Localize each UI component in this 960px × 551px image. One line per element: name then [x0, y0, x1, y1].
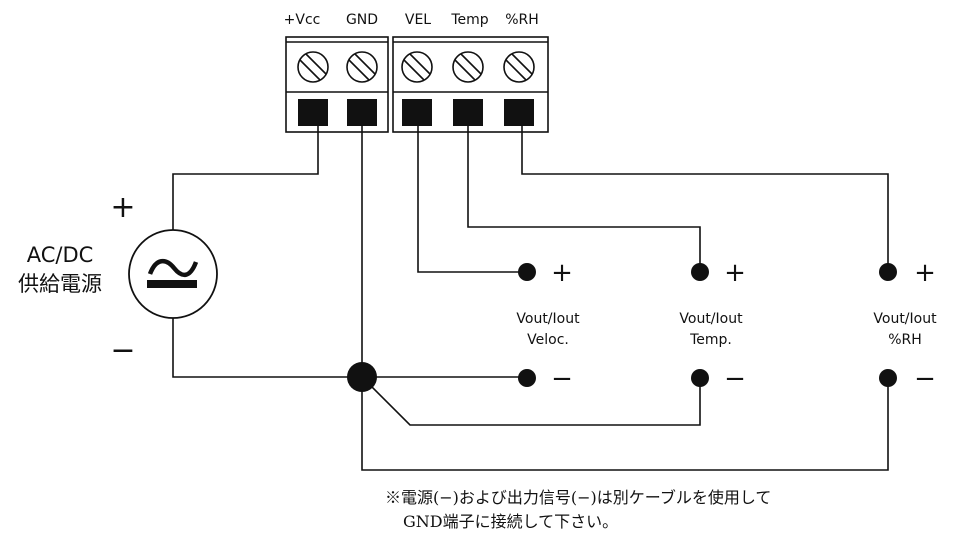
psu-minus: − [110, 333, 135, 368]
terminal-pad-vcc [298, 99, 328, 126]
output-veloc-minus: − [551, 364, 573, 394]
terminal-screws [297, 51, 535, 126]
screw-slot [511, 53, 533, 75]
power-supply: + − AC/DC 供給電源 [18, 190, 218, 368]
screw-slot [299, 59, 321, 81]
terminal-pad-gnd [347, 99, 377, 126]
output-temp: + − Vout/Iout Temp. [679, 258, 746, 394]
output-rh-plus-node [879, 263, 897, 281]
wire-rh [521, 125, 889, 272]
output-veloc-minus-node [518, 369, 536, 387]
wire-gnd [361, 125, 889, 471]
screw-slot [460, 53, 482, 75]
screw-slot [403, 59, 425, 81]
terminal-block-power [285, 36, 389, 133]
wire-temp-minus [361, 376, 701, 426]
screw-slot [305, 53, 327, 75]
wire-psu-minus [172, 318, 362, 378]
terminal-labels: +Vcc GND VEL Temp %RH [284, 12, 539, 28]
note-line-1: ※電源(−)および出力信号(−)は別ケーブルを使用して [385, 488, 771, 507]
screw-vel-icon [401, 51, 433, 83]
screw-temp-icon [452, 51, 484, 83]
output-rh-minus: − [914, 364, 936, 394]
output-rh-label-1: Vout/Iout [873, 311, 937, 327]
terminal-label-gnd: GND [346, 12, 378, 28]
psu-label-line1: AC/DC [27, 243, 94, 267]
terminal-label-temp: Temp [450, 12, 488, 28]
output-temp-label-1: Vout/Iout [679, 311, 743, 327]
terminal-pad-rh [504, 99, 534, 126]
output-veloc: + − Vout/Iout Veloc. [516, 258, 580, 394]
gnd-junction-node [347, 362, 377, 392]
ac-wave-icon [147, 259, 199, 277]
terminal-pad-temp [453, 99, 483, 126]
screw-slot [454, 59, 476, 81]
output-veloc-label-2: Veloc. [527, 332, 569, 348]
dc-bar-icon [147, 280, 197, 288]
wire-vcc [172, 125, 319, 230]
output-temp-plus-node [691, 263, 709, 281]
screw-slot [409, 53, 431, 75]
output-rh: + − Vout/Iout %RH [873, 258, 937, 394]
screw-slot [505, 59, 527, 81]
output-veloc-plus-node [518, 263, 536, 281]
output-terminals: + − Vout/Iout Veloc. + − Vout/Iout Temp.… [516, 258, 937, 394]
screw-vcc-icon [297, 51, 329, 83]
terminal-pad-vel [402, 99, 432, 126]
wire-temp [467, 125, 701, 272]
output-temp-plus: + [724, 258, 746, 288]
note-line-2: GND端子に接続して下さい。 [403, 512, 618, 531]
wires [172, 125, 889, 471]
screw-gnd-icon [346, 51, 378, 83]
terminal-label-vel: VEL [405, 12, 431, 28]
wire-vel [417, 125, 527, 273]
output-rh-label-2: %RH [888, 332, 922, 348]
screw-slot [348, 59, 370, 81]
terminal-block-signal [392, 36, 549, 133]
screw-slot [354, 53, 376, 75]
output-rh-plus: + [914, 258, 936, 288]
psu-label-line2: 供給電源 [18, 272, 102, 296]
output-rh-minus-node [879, 369, 897, 387]
output-veloc-label-1: Vout/Iout [516, 311, 580, 327]
terminal-label-rh: %RH [505, 12, 539, 28]
output-temp-label-2: Temp. [689, 332, 732, 348]
output-veloc-plus: + [551, 258, 573, 288]
terminal-label-vcc: +Vcc [284, 12, 321, 28]
output-temp-minus-node [691, 369, 709, 387]
output-temp-minus: − [724, 364, 746, 394]
psu-plus: + [110, 190, 135, 225]
screw-rh-icon [503, 51, 535, 83]
